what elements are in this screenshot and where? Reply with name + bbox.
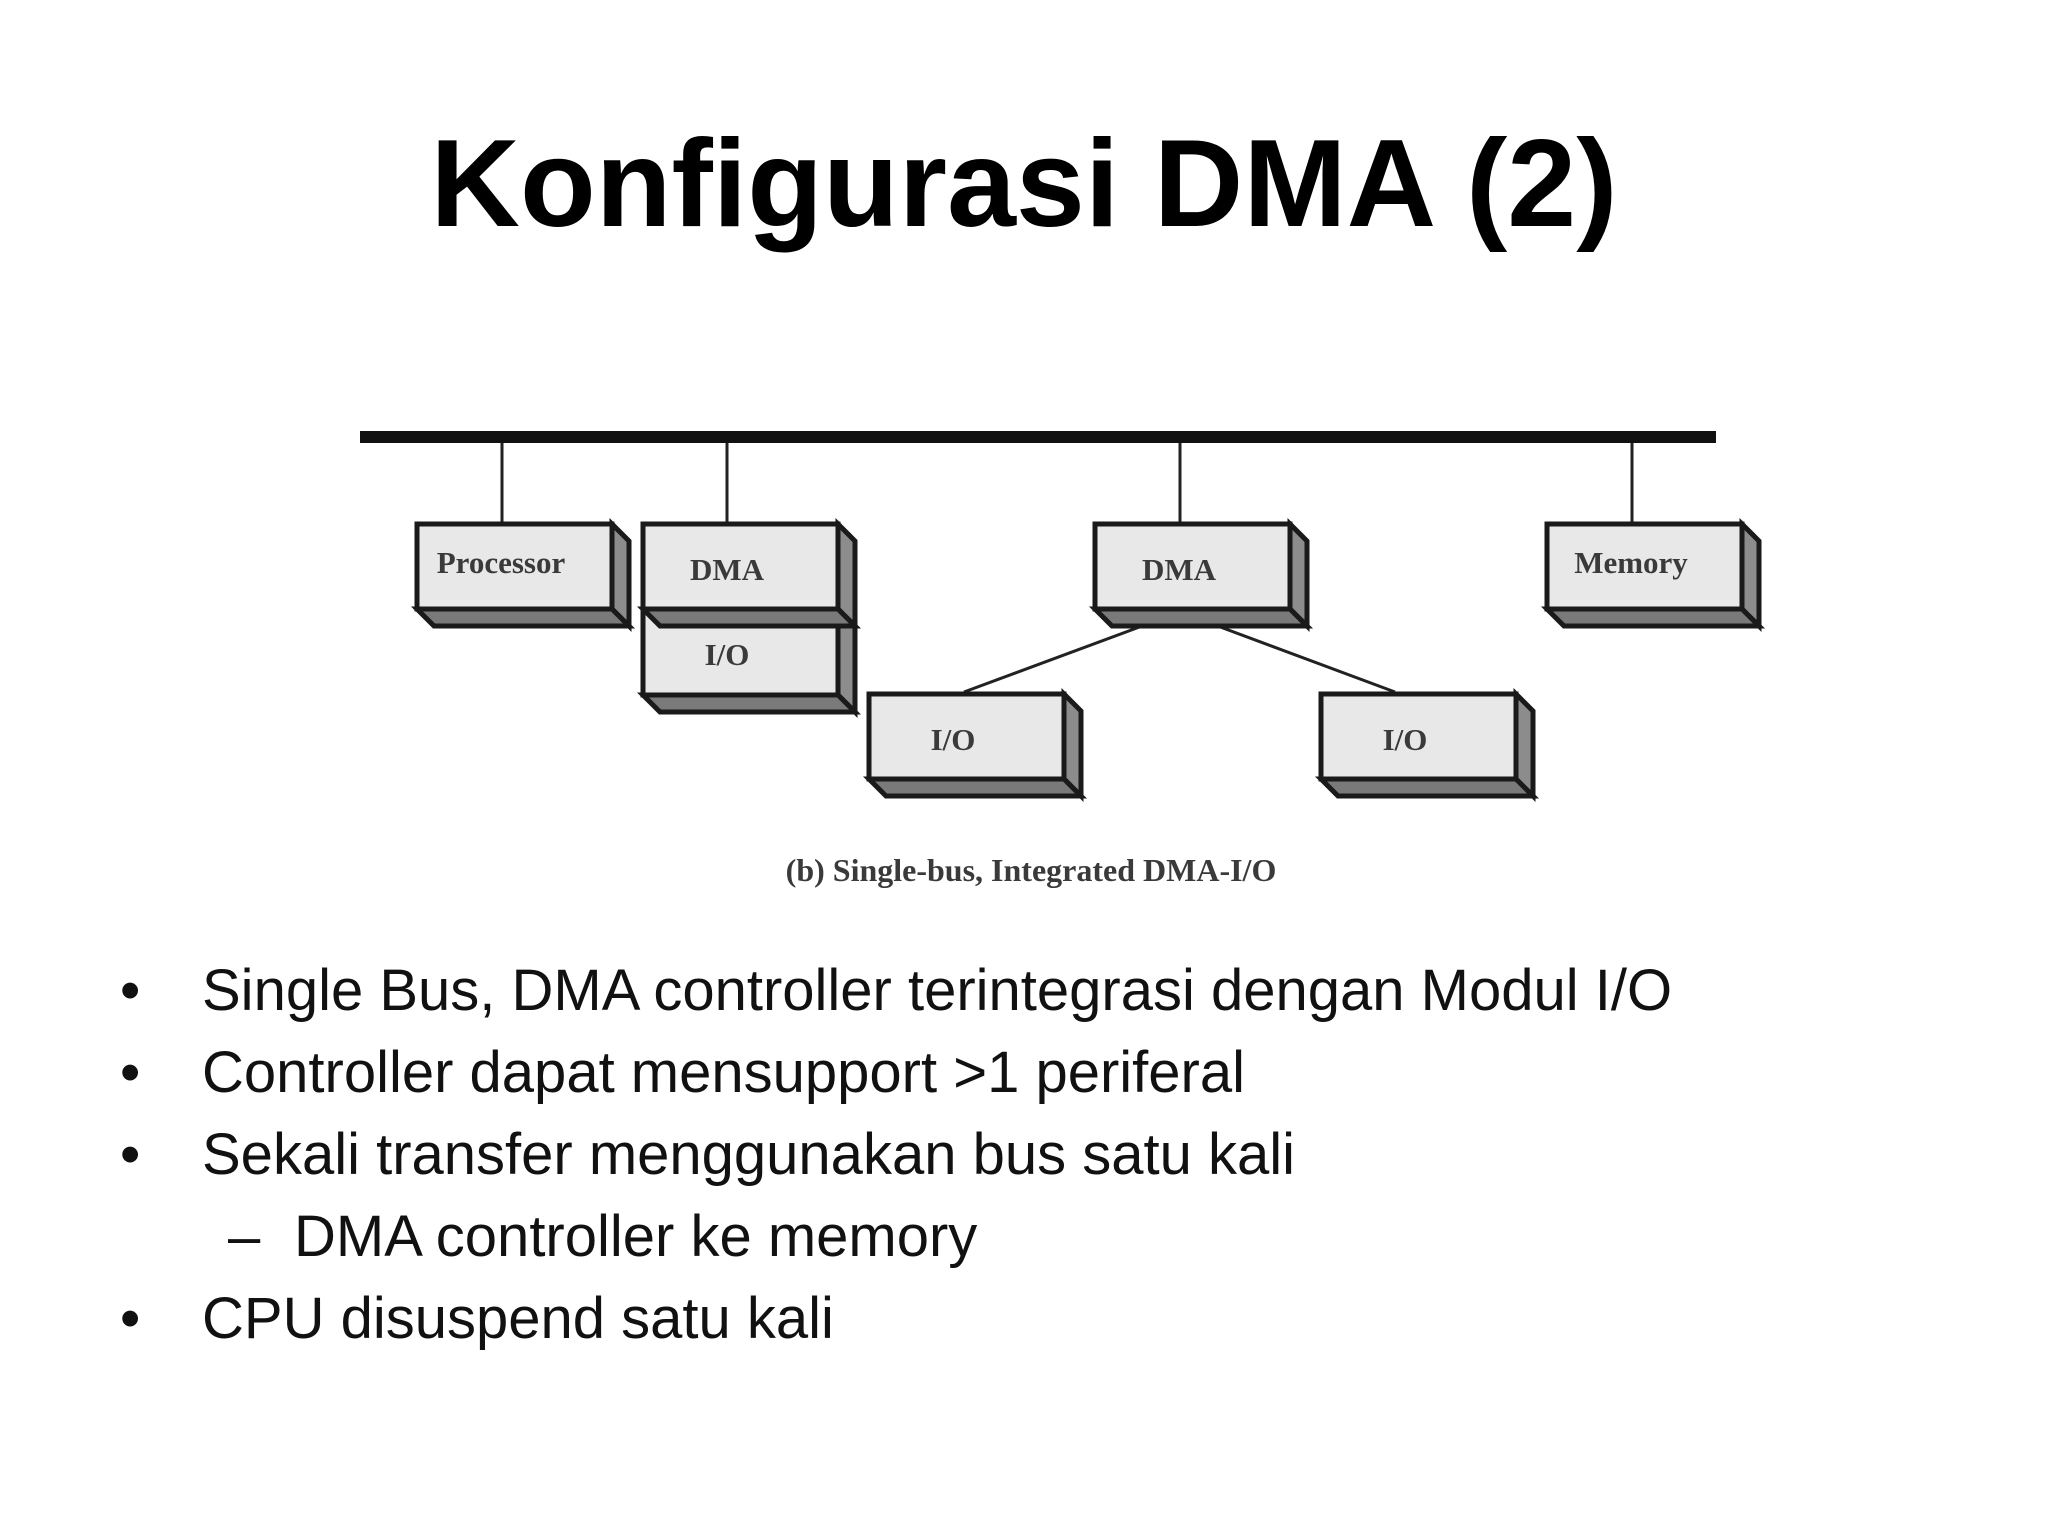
- dma-controller-label: DMA: [1142, 552, 1217, 587]
- bullet-item: • CPU disuspend satu kali: [120, 1278, 1970, 1360]
- io-label-left: I/O: [931, 722, 976, 757]
- bullet-text: CPU disuspend satu kali: [202, 1286, 834, 1351]
- dma-label-integrated: DMA: [690, 552, 765, 587]
- bullet-item: • Sekali transfer menggunakan bus satu k…: [120, 1114, 1970, 1196]
- sub-bullet-text: DMA controller ke memory: [294, 1204, 978, 1269]
- bullet-text: Sekali transfer menggunakan bus satu kal…: [202, 1122, 1295, 1187]
- dma-box-integrated: DMA: [643, 524, 855, 626]
- bullet-item: • Controller dapat mensupport >1 perifer…: [120, 1032, 1970, 1114]
- processor-label: Processor: [437, 545, 566, 580]
- bullet-text: Controller dapat mensupport >1 periferal: [202, 1040, 1245, 1105]
- bullet-item: • Single Bus, DMA controller terintegras…: [120, 950, 1970, 1032]
- bullet-marker: •: [120, 1122, 141, 1187]
- sub-bullet-marker: –: [228, 1204, 261, 1269]
- bullet-marker: •: [120, 1286, 141, 1351]
- bullet-marker: •: [120, 958, 141, 1023]
- io-label-integrated: I/O: [705, 637, 750, 672]
- bus-connectors: [500, 443, 1634, 524]
- diagram-caption: (b) Single-bus, Integrated DMA-I/O: [786, 852, 1277, 888]
- io-label-right: I/O: [1383, 722, 1428, 757]
- sub-bullet-item: – DMA controller ke memory: [120, 1196, 1970, 1278]
- bullet-text: Single Bus, DMA controller terintegrasi …: [202, 958, 1673, 1023]
- io-box-left: I/O: [869, 694, 1081, 796]
- bullet-marker: •: [120, 1040, 141, 1105]
- memory-box: Memory: [1547, 524, 1759, 626]
- io-box-integrated: I/O: [643, 610, 855, 712]
- system-bus: [360, 431, 1716, 443]
- slide-title: Konfigurasi DMA (2): [430, 115, 1618, 253]
- processor-box: Processor: [417, 524, 629, 626]
- dma-controller-box: DMA: [1095, 524, 1307, 626]
- memory-label: Memory: [1574, 545, 1688, 580]
- io-box-right: I/O: [1321, 694, 1533, 796]
- bullet-list: • Single Bus, DMA controller terintegras…: [120, 950, 1970, 1360]
